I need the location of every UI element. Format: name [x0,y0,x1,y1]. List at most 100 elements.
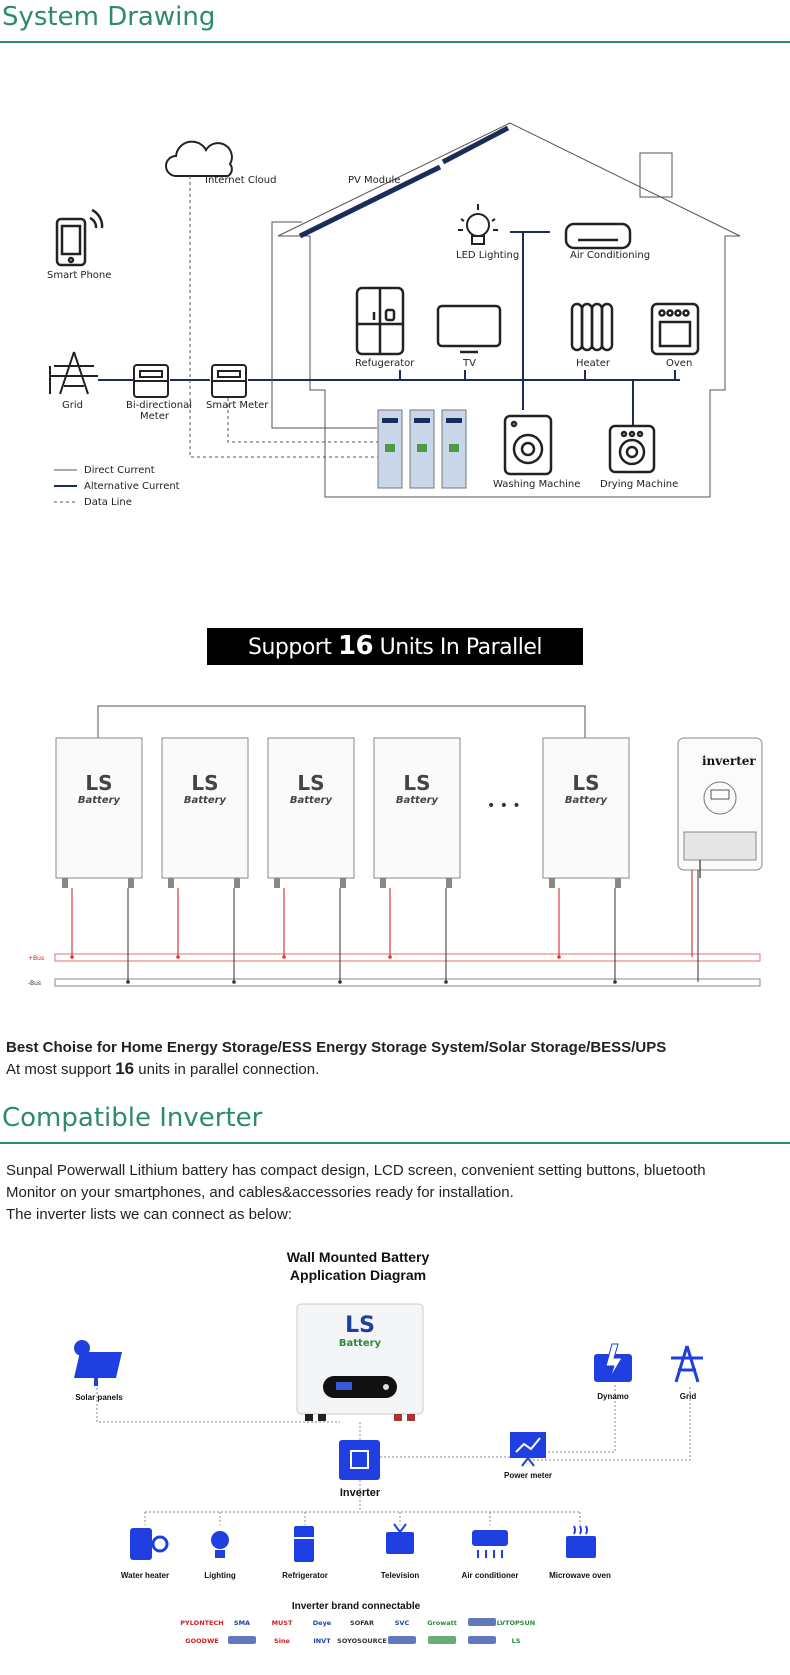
legend-data-line: Data Line [84,497,132,508]
banner-number: 16 [337,631,374,661]
brand-logo: LS [512,1637,521,1645]
air-conditioner-icon [472,1530,508,1558]
solar-panels-label: Solar panels [75,1393,123,1402]
heater-icon [570,302,614,352]
smart-meter-icon [211,364,247,398]
svg-text:INVT: INVT [313,1637,331,1645]
dynamo-icon [594,1343,632,1382]
air-conditioning-icon [564,222,632,250]
battery-unit-brand: LS [85,771,112,795]
washing-machine-label: Washing Machine [493,479,580,490]
brand-logo: Deye [313,1619,332,1627]
brand-logo: SMA [234,1619,250,1627]
svg-text:MUST: MUST [272,1619,293,1627]
load-label: Water heater [121,1571,169,1580]
power-meter-icon [510,1432,546,1467]
positive-bus-label: +Bus [28,955,44,962]
brand-logo [468,1636,496,1644]
brand-logo: Growatt [427,1619,457,1627]
system-drawing: PV Module Internet Cloud Smart Phone LED… [47,122,741,508]
app-title-2: Application Diagram [290,1267,426,1283]
battery-unit-sub: Battery [290,795,333,806]
solar-panel-icon [74,1340,122,1386]
pv-module [298,125,510,239]
brand-logo [428,1636,456,1644]
battery-unit-sub: Battery [396,795,439,806]
wall-battery-product [296,1303,424,1421]
brand-logo: LVTOPSUN [497,1619,535,1627]
load-label: Air conditioner [462,1571,519,1580]
svg-text:Sine: Sine [274,1637,291,1645]
dynamo-label: Dynamo [597,1392,629,1401]
load-label: Microwave oven [549,1571,611,1580]
svg-text:Growatt: Growatt [427,1619,457,1627]
parallel-banner: Support 16 Units In Parallel [207,628,583,665]
power-meter-label: Power meter [504,1471,552,1480]
battery-unit-brand: LS [572,771,599,795]
legend-alternative-current: Alternative Current [84,481,180,492]
section-divider-2 [0,1142,790,1144]
banner-prefix: Support [248,635,338,660]
inverter-icon [339,1440,380,1480]
brand-logo: MUST [272,1619,293,1627]
brand-logo [228,1636,256,1644]
battery-unit-sub: Battery [78,795,121,806]
cloud-icon [165,140,233,177]
inverter-unit [677,737,763,878]
brand-logo: GOODWE [185,1637,218,1645]
app-title-1: Wall Mounted Battery [287,1249,430,1265]
svg-text:PYLONTECH: PYLONTECH [180,1619,223,1627]
negative-bus [54,978,761,987]
best-choice-headline: Best Choise for Home Energy Storage/ESS … [6,1039,667,1056]
refrigerator-label: Refugerator [355,358,415,369]
microwave-oven-icon [566,1525,596,1558]
brand-logo: Sine [274,1637,291,1645]
svg-text:SOFAR: SOFAR [350,1619,374,1627]
battery-sub: Battery [339,1338,382,1349]
television-icon [386,1523,414,1554]
smart-meter-label: Smart Meter [206,400,269,411]
air-conditioning-label: Air Conditioning [570,250,650,261]
ellipsis: • • • [487,798,521,814]
svg-text:Deye: Deye [313,1619,332,1627]
compatible-paragraph-2: Monitor on your smartphones, and cables&… [6,1184,514,1201]
load-label: Television [381,1571,420,1580]
brand-logo [468,1618,496,1626]
svg-text:LVTOPSUN: LVTOPSUN [497,1619,535,1627]
battery-unit-brand: LS [191,771,218,795]
drying-machine-label: Drying Machine [600,479,678,490]
direct-current-lines [271,221,377,429]
positive-bus [54,953,761,962]
water-heater-icon [130,1528,169,1560]
battery-brand: LS [345,1313,375,1338]
battery-unit-sub: Battery [565,795,608,806]
led-lighting-label: LED Lighting [456,250,519,261]
application-diagram: Wall Mounted Battery Application Diagram… [74,1249,703,1645]
grid-label-2: Grid [680,1392,697,1401]
grid-icon [671,1345,703,1383]
bidirectional-meter-icon [133,364,169,398]
svg-text:GOODWE: GOODWE [185,1637,218,1645]
section-title-compatible-inverter: Compatible Inverter [2,1103,263,1133]
banner-suffix: Units In Parallel [373,635,543,660]
battery-stack [377,409,467,489]
smart-phone-label: Smart Phone [47,270,111,281]
section-title-system-drawing: System Drawing [2,2,216,32]
battery-unit-sub: Battery [184,795,227,806]
svg-text:SVC: SVC [395,1619,410,1627]
lighting-icon [211,1531,229,1558]
inverter-label: inverter [702,754,756,768]
load-label: Refrigerator [282,1571,328,1580]
pv-module-label: PV Module [348,175,400,186]
oven-label: Oven [666,358,692,369]
svg-text:SOYOSOURCE: SOYOSOURCE [337,1637,387,1645]
compatible-paragraph-3: The inverter lists we can connect as bel… [6,1206,292,1223]
parallel-diagram: LSBatteryLSBatteryLSBatteryLSBatteryLSBa… [28,705,763,987]
compatible-paragraph-1: Sunpal Powerwall Lithium battery has com… [6,1162,706,1179]
tv-icon [436,304,502,354]
